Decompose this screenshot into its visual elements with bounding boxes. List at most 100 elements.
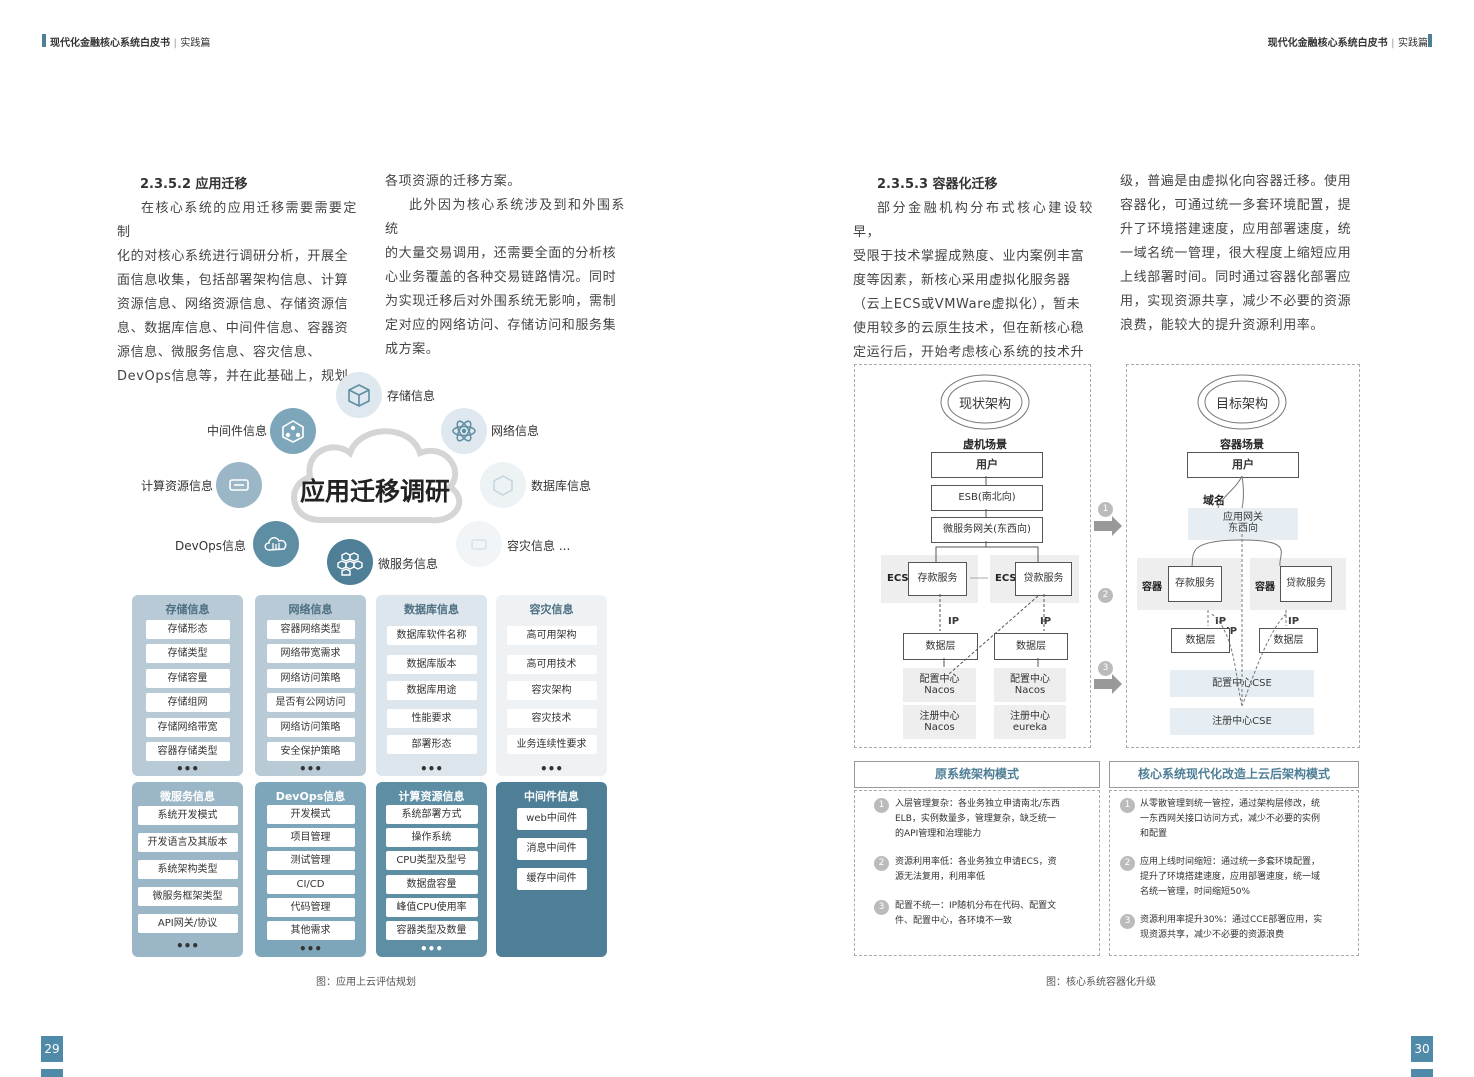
list-item: 容器类型及数量 [385, 921, 478, 940]
list-item: 数据盘容量 [385, 875, 478, 894]
list-item: 测试管理 [266, 851, 355, 870]
left-col1-text: 在核心系统的应用迁移需要需要定制 化的对核心系统进行调研分析，开展全 面信息收集… [117, 197, 357, 389]
storage-icon [336, 372, 382, 418]
panel-title: 数据库信息 [404, 603, 459, 616]
list-item: 数据库用途 [386, 681, 477, 700]
list-item: API网关/协议 [137, 914, 238, 933]
text-line: DevOps信息等，并在此基础上，规划 [117, 369, 349, 384]
text-line: 面信息收集，包括部署架构信息、计算 [117, 273, 349, 288]
text-line: 上线部署时间。同时通过容器化部署应 [1120, 270, 1352, 285]
figure-caption: 图：应用上云评估规划 [316, 977, 416, 988]
right-col1-text: 部分金融机构分布式核心建设较早， 受限于技术掌握成熟度、业内案例丰富 度等因素，… [853, 197, 1093, 365]
registry-center-box: 注册中心 Nacos [903, 705, 976, 739]
text-line: 心业务覆盖的各种交易链路情况。同时 [385, 270, 617, 285]
target-architecture-connectors [1191, 475, 1287, 707]
list-item: 容灾技术 [506, 709, 597, 728]
more-indicator: ••• [175, 939, 199, 953]
registry-center-box: 注册中心 eureka [994, 705, 1066, 739]
header-title: 现代化金融核心系统白皮书 [50, 38, 170, 49]
section-title: 2.3.5.2 应用迁移 [140, 177, 248, 192]
config-center-cse-box: 配置中心CSE [1170, 670, 1314, 697]
list-item: CI/CD [266, 875, 355, 894]
step-number: 2 [1098, 588, 1113, 603]
note-number: 1 [874, 798, 889, 813]
vm-scene-label: 虚机场景 [963, 438, 1007, 451]
ip-label: IP [1226, 626, 1238, 637]
note-text: 入层管理复杂：各业务独立申请南北/东西 ELB，实例数量多，管理复杂，缺乏统一 … [895, 799, 1061, 839]
text-line: 化的对核心系统进行调研分析，开展全 [117, 249, 349, 264]
current-architecture-connectors [935, 476, 1045, 675]
note-number: 3 [1120, 914, 1135, 929]
new-notes-panel [1109, 790, 1359, 956]
list-item: 项目管理 [266, 828, 355, 847]
database-label: 数据库信息 [531, 479, 592, 493]
text-line: 各项资源的迁移方案。 [385, 174, 522, 189]
note-number: 3 [874, 900, 889, 915]
config-center-box: 配置中心 Nacos [903, 668, 976, 702]
target-badge: 目标架构 [1215, 397, 1268, 412]
list-item: 系统架构类型 [137, 860, 238, 879]
cloud-title: 应用迁移调研 [300, 477, 451, 506]
page-number-bar [1411, 1069, 1433, 1077]
more-indicator: ••• [419, 762, 443, 776]
list-item: 数据库软件名称 [386, 626, 477, 645]
list-item: 容器网络类型 [266, 620, 355, 639]
note-text: 从零散管理到统一管控，通过架构层修改，统 一东西网关接口访问方式，减少不必要的实… [1140, 799, 1321, 839]
microservice-info-panel: 微服务信息 系统开发模式 开发语言及其版本 系统架构类型 微服务框架类型 API… [132, 782, 243, 957]
config-center-box: 配置中心 Nacos [994, 668, 1066, 702]
list-item: 峰值CPU使用率 [385, 898, 478, 917]
note-number: 2 [874, 856, 889, 871]
text-line: 在核心系统的应用迁移需要需要定制 [117, 201, 357, 240]
list-item: 容灾架构 [506, 681, 597, 700]
container-label: 容器 [1255, 582, 1275, 593]
list-item: 业务连续性要求 [506, 735, 597, 754]
data-layer-box: 数据层 [994, 633, 1068, 660]
note-number: 2 [1120, 856, 1135, 871]
network-info-panel: 网络信息 容器网络类型 网络带宽需求 网络访问策略 是否有公网访问 网络访问策略… [255, 595, 366, 776]
list-item: 高可用架构 [506, 626, 597, 645]
list-item: 存储网络带宽 [145, 718, 230, 737]
current-badge: 现状架构 [958, 397, 1011, 412]
storage-info-panel: 存储信息 存储形态 存储类型 存储容量 存储组网 存储网络带宽 容器存储类型 •… [132, 595, 243, 776]
devops-icon [253, 521, 299, 567]
note-text: 资源利用率提升30%：通过CCE部署应用，实 现资源共享，减少不必要的资源浪费 [1140, 915, 1323, 940]
text-line: 成方案。 [385, 342, 440, 357]
page-number: 29 [41, 1036, 63, 1062]
text-line: 息、数据库信息、中间件信息、容器资 [117, 321, 349, 336]
list-item: 部署形态 [386, 735, 477, 754]
container-label: 容器 [1142, 582, 1162, 593]
list-item: 存储类型 [145, 644, 230, 663]
data-layer-box: 数据层 [903, 633, 978, 660]
network-icon [441, 408, 487, 454]
list-item: 高可用技术 [506, 655, 597, 674]
list-item: 操作系统 [385, 828, 478, 847]
list-item: 网络访问策略 [266, 718, 355, 737]
text-line: （云上ECS或VMWare虚拟化），暂未 [853, 297, 1081, 312]
step-number: 1 [1098, 502, 1113, 517]
disaster-recovery-label: 容灾信息 ... [507, 539, 571, 553]
right-col2-text: 级，普遍是由虚拟化向容器迁移。使用 容器化，可通过统一多套环境配置，提 升了环境… [1120, 170, 1360, 338]
text-line: 的大量交易调用，还需要全面的分析核 [385, 246, 617, 261]
ecs-label: ECS [995, 573, 1017, 584]
text-line: 资源信息、网络资源信息、存储资源信 [117, 297, 349, 312]
list-item: 是否有公网访问 [266, 693, 355, 712]
list-item: 网络访问策略 [266, 669, 355, 688]
current-badge-ring [940, 374, 1030, 430]
text-line: 升了环境搭建速度，应用部署速度，统 [1120, 222, 1352, 237]
microservice-label: 微服务信息 [378, 557, 439, 571]
current-user-box: 用户 [931, 452, 1043, 478]
new-mode-title: 核心系统现代化改造上云后架构模式 [1109, 761, 1359, 788]
note-text: 配置不统一：IP随机分布在代码、配置文 件、配置中心，各环境不一致 [895, 901, 1057, 926]
page-number: 30 [1411, 1036, 1433, 1062]
target-user-box: 用户 [1187, 452, 1299, 478]
more-indicator: ••• [539, 762, 563, 776]
panel-title: DevOps信息 [275, 790, 346, 803]
list-item: 系统部署方式 [385, 805, 478, 824]
panel-title: 容灾信息 [529, 603, 574, 616]
cloud-shape [291, 428, 463, 524]
text-line: 定对应的网络访问、存储访问和服务集 [385, 318, 617, 333]
ip-label: IP [948, 616, 960, 627]
list-item: 其他需求 [266, 921, 355, 940]
list-item: 性能要求 [386, 709, 477, 728]
database-icon [480, 462, 526, 508]
